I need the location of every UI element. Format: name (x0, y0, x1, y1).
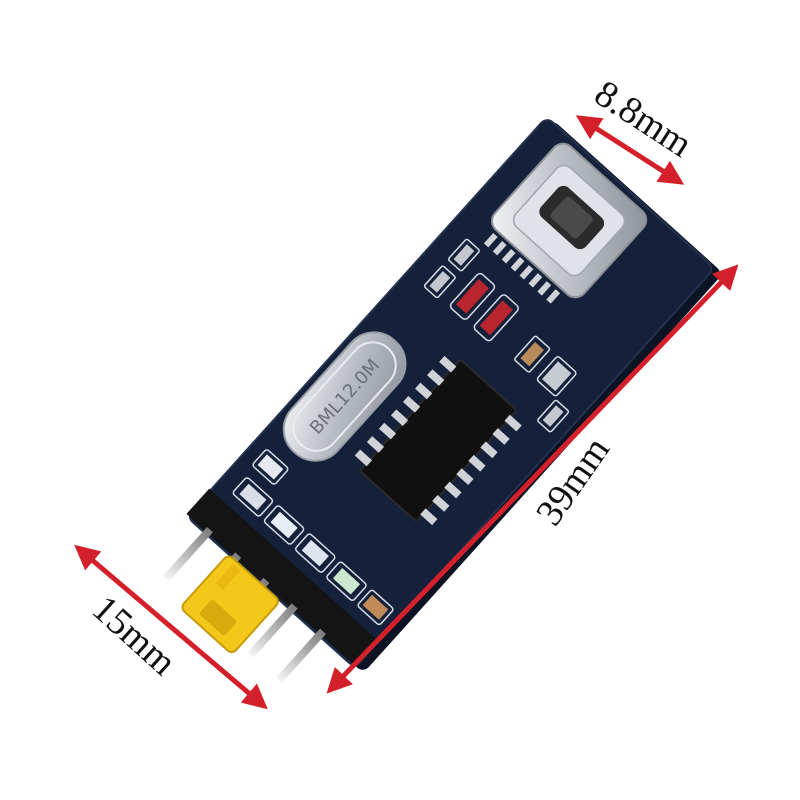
dimension-label-board-width: 15mm (84, 587, 184, 683)
dimension-arrow (326, 264, 739, 694)
pcb-module: BML12.0M (162, 119, 721, 684)
dimension-label-connector-width: 8.8mm (587, 72, 699, 165)
dimension-arrow (74, 544, 268, 710)
usb-c-connector (483, 142, 648, 304)
dimension-arrow (575, 115, 685, 185)
